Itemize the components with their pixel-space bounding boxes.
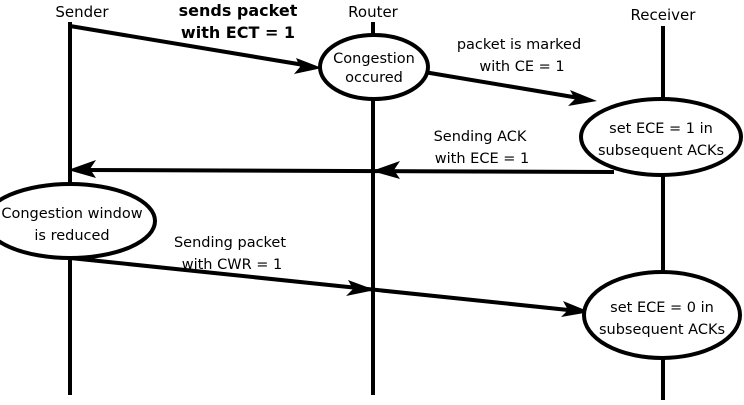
lifeline-labels-group: Sender Router Receiver — [55, 3, 696, 24]
node-congestion-window-reduced: Congestion window is reduced — [0, 182, 157, 260]
arrow-head-icon — [294, 58, 322, 74]
node-set-ece-1: set ECE = 1 in subsequent ACKs — [579, 97, 743, 177]
node-set-ece-0: set ECE = 0 in subsequent ACKs — [582, 270, 742, 360]
lifeline-label-router: Router — [348, 3, 399, 21]
edge-sends-packet-ect — [69, 24, 322, 74]
edge-line — [69, 256, 579, 313]
node-label-line2: subsequent ACKs — [598, 143, 724, 159]
node-ellipse — [0, 182, 157, 260]
node-label-line2: occured — [345, 70, 403, 86]
edge-label-line1: Sending ACK — [434, 129, 527, 145]
node-label-line1: Congestion — [333, 51, 415, 67]
node-ellipse — [582, 270, 742, 360]
node-label-line2: subsequent ACKs — [599, 322, 725, 338]
node-label-line2: is reduced — [34, 228, 109, 244]
node-ellipse — [318, 33, 430, 101]
arrow-head-icon-router — [346, 280, 375, 296]
edge-sending-packet-cwr — [69, 256, 590, 317]
node-label-line1: set ECE = 0 in — [610, 300, 714, 316]
edge-line — [423, 70, 586, 101]
node-label-line1: set ECE = 1 in — [609, 121, 713, 137]
edge-label-packet-marked-ce: packet is marked with CE = 1 — [457, 37, 581, 75]
node-congestion-occured: Congestion occured — [318, 33, 430, 101]
node-label-line1: Congestion window — [1, 206, 142, 222]
edge-label-sending-ack-ece: Sending ACK with ECE = 1 — [434, 129, 530, 167]
edge-labels-group: sends packet with ECT = 1 packet is mark… — [174, 1, 581, 273]
arrow-head-icon-router — [372, 161, 400, 179]
arrow-head-icon — [568, 90, 597, 106]
lifeline-label-sender: Sender — [55, 3, 109, 21]
edge-label-line1: sends packet — [179, 1, 298, 20]
edge-label-line2: with ECE = 1 — [435, 151, 529, 167]
edge-label-line2: with ECT = 1 — [181, 23, 295, 42]
lifeline-label-receiver: Receiver — [631, 6, 697, 24]
node-ellipse — [579, 97, 743, 177]
edge-label-line1: packet is marked — [457, 37, 581, 53]
edge-label-line1: Sending packet — [174, 235, 286, 251]
edge-sending-ack-ece — [68, 160, 615, 179]
nodes-group: Congestion occured set ECE = 1 in subseq… — [0, 33, 743, 360]
edge-label-line2: with CWR = 1 — [182, 257, 283, 273]
edge-label-sending-packet-cwr: Sending packet with CWR = 1 — [174, 235, 286, 273]
edge-line — [69, 24, 311, 68]
edge-label-line2: with CE = 1 — [479, 59, 564, 75]
edge-packet-marked-ce — [423, 70, 597, 106]
edge-label-sends-packet-ect: sends packet with ECT = 1 — [179, 1, 298, 42]
edge-line — [81, 168, 615, 174]
arrow-head-icon — [68, 160, 96, 178]
